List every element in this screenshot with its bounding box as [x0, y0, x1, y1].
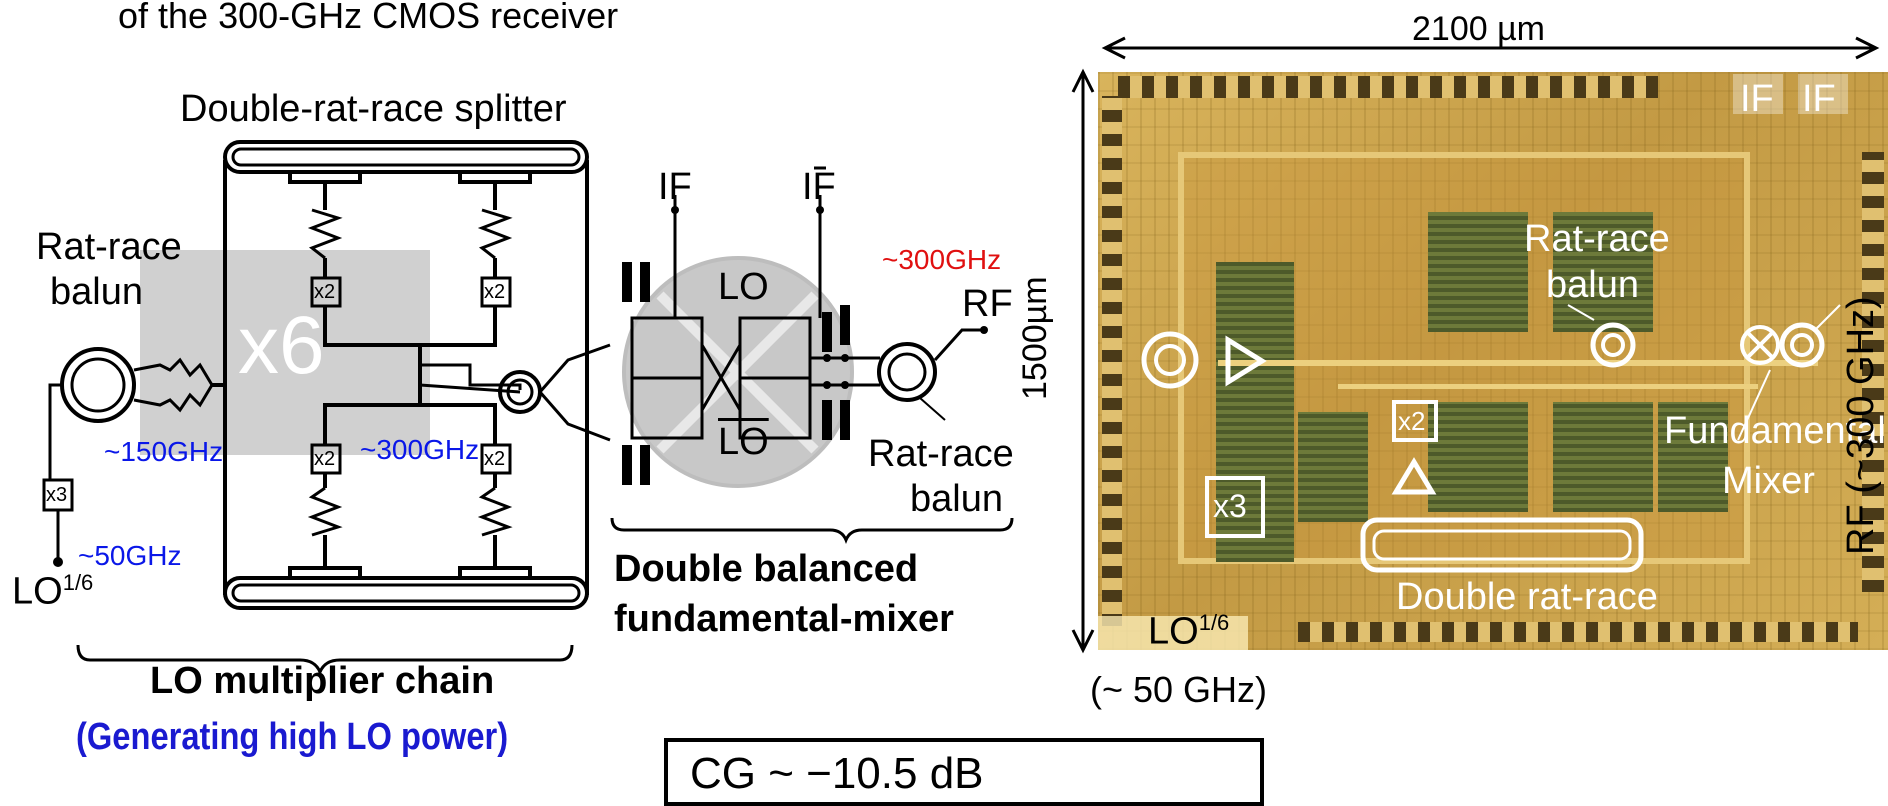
mixer-caption-2: fundamental-mixer: [614, 598, 954, 640]
lo-bottom-label: LO: [718, 421, 769, 463]
freq-300-red: ~300GHz: [882, 244, 1002, 275]
if-label-2: IF: [802, 166, 836, 208]
chain-caption: LO multiplier chain: [150, 660, 495, 702]
chip-if-1: IF: [1740, 78, 1774, 120]
chip-double-ratrace-label: Double rat-race: [1396, 576, 1658, 618]
splitter-top: [223, 140, 589, 174]
freq-150: ~150GHz: [104, 436, 224, 467]
chip-balun-right-icon: [1590, 322, 1636, 368]
chip-if-2: IF: [1802, 78, 1836, 120]
splitter-label: Double-rat-race splitter: [180, 88, 567, 130]
chip-mixer-icon: [1740, 325, 1780, 365]
balun-left-label-1: Rat-race: [36, 226, 182, 268]
x2-top-left: x2: [314, 281, 336, 303]
page-title-partial: of the 300-GHz CMOS receiver: [118, 0, 619, 36]
freq-300-blue: ~300GHz: [360, 434, 480, 465]
chip-amp-icon: [1225, 335, 1267, 387]
chip-balun-label-2: balun: [1546, 264, 1639, 306]
chip-rf-side-label: RF (~300 GHz): [1840, 296, 1882, 555]
chip-mixer-label-2: Mixer: [1722, 460, 1815, 502]
x2-bottom-left: x2: [314, 448, 336, 470]
balun-right-label-2: balun: [910, 478, 1003, 520]
balun-right-label-1: Rat-race: [868, 433, 1014, 475]
chain-subcaption: (Generating high LO power): [76, 716, 509, 758]
lo-top-label: LO: [718, 266, 769, 308]
x3-label: x3: [46, 484, 68, 506]
x2-top-right: x2: [484, 281, 506, 303]
lo-input-label: LO1/6: [12, 570, 94, 613]
chip-balun-rf-icon: [1779, 322, 1825, 368]
chip-balun-label-1: Rat-race: [1524, 218, 1670, 260]
chip-overlay-shapes: [0, 0, 1888, 771]
chip-lo-freq: (~ 50 GHz): [1090, 669, 1268, 710]
x6-shaded-block: [140, 250, 430, 455]
chip-x3-box: [1205, 476, 1265, 538]
balun-left-label-2: balun: [50, 271, 143, 313]
x6-label: x6: [238, 300, 325, 391]
chip-x3-label: x3: [1213, 488, 1247, 524]
balun-right-ring: [877, 342, 937, 402]
chip-width-label: 2100 µm: [1412, 10, 1545, 48]
chip-double-ratrace-box: [1360, 517, 1644, 573]
chip-balun-left-icon: [1141, 331, 1199, 389]
lo-chain-schematic: [42, 140, 1014, 676]
if-label-1: IF: [658, 166, 692, 208]
x2-bottom-right: x2: [484, 448, 506, 470]
mixer-caption-1: Double balanced: [614, 548, 919, 590]
chip-lo-label: LO1/6: [1148, 610, 1230, 653]
chip-mixer-label-1: Fundamental: [1664, 410, 1886, 452]
freq-50: ~50GHz: [78, 540, 182, 571]
rf-label: RF: [962, 283, 1013, 325]
chip-x2-box: [1392, 400, 1438, 442]
chip-x2-label: x2: [1398, 406, 1426, 436]
